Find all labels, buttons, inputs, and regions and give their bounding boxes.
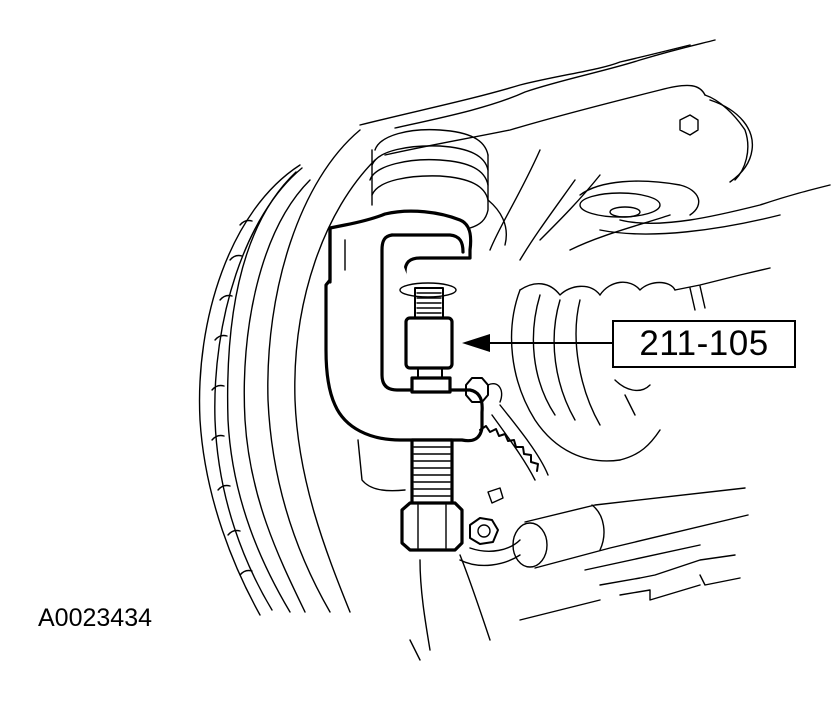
cv-boot (510, 267, 771, 462)
ball-joint-separator-tool (324, 209, 484, 443)
forcing-screw (410, 438, 454, 506)
lower-ball-joint-nut (459, 487, 521, 567)
tool-forcing-screw-adapter (399, 282, 457, 394)
tool-callout-label: 211-105 (612, 320, 796, 368)
arrowhead-icon (462, 334, 490, 352)
hex-nut (400, 501, 464, 552)
tie-rod (512, 487, 749, 621)
knuckle-bolt (465, 377, 503, 403)
figure-id: A0023434 (38, 604, 153, 632)
steering-knuckle (357, 439, 491, 661)
wheel-rotor-arcs (198, 129, 376, 616)
upper-control-arm (359, 39, 831, 261)
upper-ball-joint (369, 128, 507, 246)
callout-arrow (462, 334, 612, 352)
abs-tone-ring (479, 404, 549, 481)
